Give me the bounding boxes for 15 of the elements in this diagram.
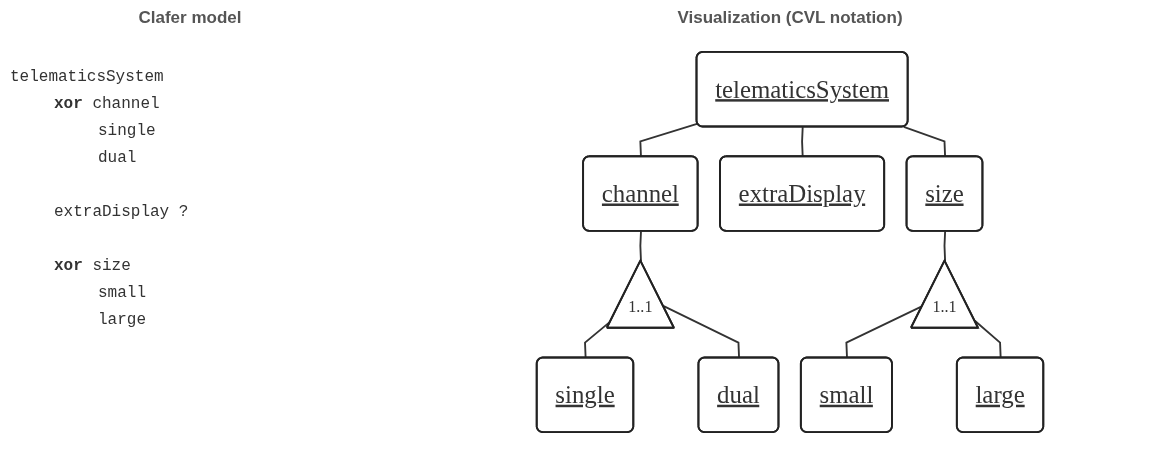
column-heading: Clafer model [137, 8, 243, 28]
connector [902, 125, 947, 158]
connector [639, 122, 699, 158]
connector [943, 230, 947, 263]
code-line: dual [98, 149, 137, 167]
code-line: xor size [54, 257, 131, 275]
code-line: small [98, 284, 146, 302]
code-line: single [98, 122, 156, 140]
code-line: xor channel [54, 95, 160, 113]
code-line: large [98, 311, 146, 329]
column-heading: Visualization (CVL notation) [676, 8, 904, 28]
connector [801, 126, 804, 158]
code-line: telematicsSystem [10, 68, 164, 86]
code-line: extraDisplay ? [54, 203, 189, 221]
connector [639, 230, 642, 263]
